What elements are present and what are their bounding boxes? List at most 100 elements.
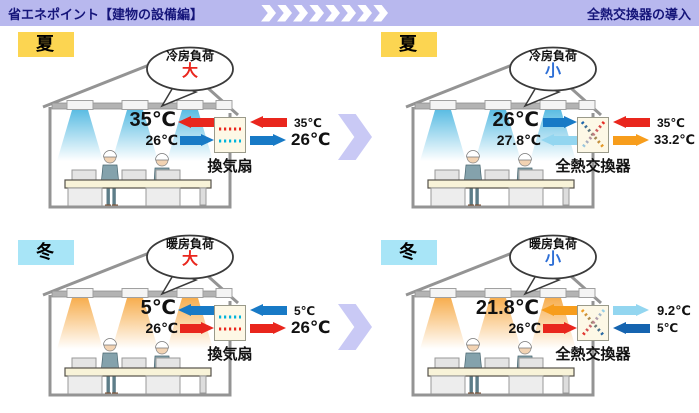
inside-temp-2: 27.8℃ [496, 132, 541, 148]
chevron-icon [341, 4, 357, 22]
load-bubble: 暖房負荷 大 [147, 237, 233, 269]
fan-flow-pattern-icon [219, 315, 241, 331]
outside-temp-2: 26℃ [291, 130, 331, 149]
inside-temp-1: 35℃ [129, 109, 176, 131]
header-chevrons [261, 4, 389, 22]
outside-intake-arrow-icon [613, 321, 650, 334]
season-badge: 冬 [381, 240, 437, 265]
outside-temp-1: 35℃ [657, 116, 685, 130]
outside-temp-1: 35℃ [294, 116, 322, 130]
header-bar: 省エネポイント【建物の設備編】 全熱交換器の導入 [0, 0, 699, 26]
outside-temp-2: 33.2℃ [654, 132, 696, 147]
season-badge: 夏 [18, 32, 74, 57]
speech-bubble [146, 46, 234, 108]
fan-flow-pattern-icon [219, 127, 241, 143]
season-badge: 夏 [381, 32, 437, 57]
outside-exhaust-arrow-icon [250, 133, 286, 146]
load-size: 小 [544, 63, 561, 81]
load-label: 暖房負荷 [528, 237, 577, 251]
ceiling-lights [429, 288, 596, 298]
load-size: 大 [181, 63, 198, 81]
scene-after-winter: 暖房負荷 小 全熱交換器 21.8℃ 26℃ [373, 234, 699, 413]
inside-supply-arrow-icon [541, 133, 577, 146]
chevron-icon [373, 4, 389, 22]
speech-bubble [509, 46, 597, 108]
inside-temp-2: 26℃ [508, 320, 541, 336]
chevron-icon [309, 4, 325, 22]
load-label: 冷房負荷 [165, 49, 214, 63]
outside-intake-arrow-icon [613, 115, 650, 128]
panel-after-summer: After 夏 [373, 31, 699, 232]
chevron-icon [325, 4, 341, 22]
load-bubble: 冷房負荷 小 [510, 49, 596, 81]
inside-exhaust-arrow-icon [180, 321, 214, 334]
inside-temp-2: 26℃ [145, 320, 178, 336]
inside-intake-arrow-icon [178, 303, 214, 316]
inside-exhaust-arrow-icon [543, 321, 577, 334]
walls [411, 107, 595, 209]
chevron-icon [277, 4, 293, 22]
scene-before-winter: 暖房負荷 大 換気扇 5℃ 26℃ 5℃ 26℃ [10, 234, 340, 413]
outside-temp-2: 26℃ [291, 318, 331, 337]
walls [411, 295, 595, 397]
header-left-title: 省エネポイント【建物の設備編】 [8, 6, 204, 22]
load-bubble: 暖房負荷 小 [510, 237, 596, 269]
device-box [214, 117, 246, 153]
panel-before-winter: 冬 [10, 232, 340, 413]
load-size: 大 [181, 251, 198, 269]
outside-temp-1: 9.2℃ [657, 303, 691, 318]
outside-exhaust-arrow-icon [613, 303, 649, 316]
work-table [64, 169, 212, 207]
outside-exhaust-arrow-icon [613, 133, 649, 146]
panel-after-winter: 冬 [373, 232, 699, 413]
speech-bubble [146, 234, 234, 296]
work-table [427, 357, 575, 395]
ceiling-lights [66, 100, 233, 110]
scene-after-summer: 冷房負荷 小 全熱交換器 26℃ 27.8℃ [373, 46, 699, 226]
chevron-icon [357, 4, 373, 22]
before-after-arrow-icon [338, 114, 372, 160]
inside-temp-2: 26℃ [145, 132, 178, 148]
outside-exhaust-arrow-icon [250, 321, 286, 334]
season-badge: 冬 [18, 240, 74, 265]
load-label: 暖房負荷 [165, 237, 214, 251]
inside-exhaust-arrow-icon [543, 115, 577, 128]
speech-bubble [509, 234, 597, 296]
device-box [577, 305, 609, 341]
factory-illustration [405, 46, 602, 209]
inside-temp-1: 21.8℃ [475, 297, 539, 319]
ceiling-lights [66, 288, 233, 298]
device-box [214, 305, 246, 341]
header-right-title: 全熱交換器の導入 [586, 6, 691, 22]
inside-temp-1: 26℃ [492, 109, 539, 131]
inside-exhaust-arrow-icon [180, 133, 214, 146]
walls [48, 295, 232, 397]
before-after-arrow-icon [338, 304, 372, 350]
inside-intake-arrow-icon [178, 115, 214, 128]
load-size: 小 [544, 251, 561, 269]
device-label: 全熱交換器 [555, 346, 631, 363]
factory-illustration [42, 46, 239, 209]
scene-before-summer: 冷房負荷 大 換気扇 35℃ 26℃ 35℃ 26℃ [10, 46, 340, 226]
heat-exchange-cross-pattern-icon [580, 121, 606, 149]
device-label: 換気扇 [207, 346, 253, 363]
work-table [64, 357, 212, 395]
outside-temp-2: 5℃ [657, 321, 679, 335]
inside-temp-1: 5℃ [140, 297, 176, 319]
chevron-icon [293, 4, 309, 22]
outside-intake-arrow-icon [250, 303, 287, 316]
load-bubble: 冷房負荷 大 [147, 49, 233, 81]
load-label: 冷房負荷 [528, 49, 577, 63]
device-label: 全熱交換器 [555, 158, 631, 175]
outside-temp-1: 5℃ [294, 304, 316, 318]
heat-exchange-cross-pattern-icon [580, 309, 606, 337]
inside-supply-arrow-icon [541, 303, 577, 316]
work-table [427, 169, 575, 207]
panel-before-summer: Before 夏 [10, 31, 340, 232]
device-label: 換気扇 [207, 158, 253, 175]
device-box [577, 117, 609, 153]
outside-intake-arrow-icon [250, 115, 287, 128]
ceiling-lights [429, 100, 596, 110]
walls [48, 107, 232, 209]
